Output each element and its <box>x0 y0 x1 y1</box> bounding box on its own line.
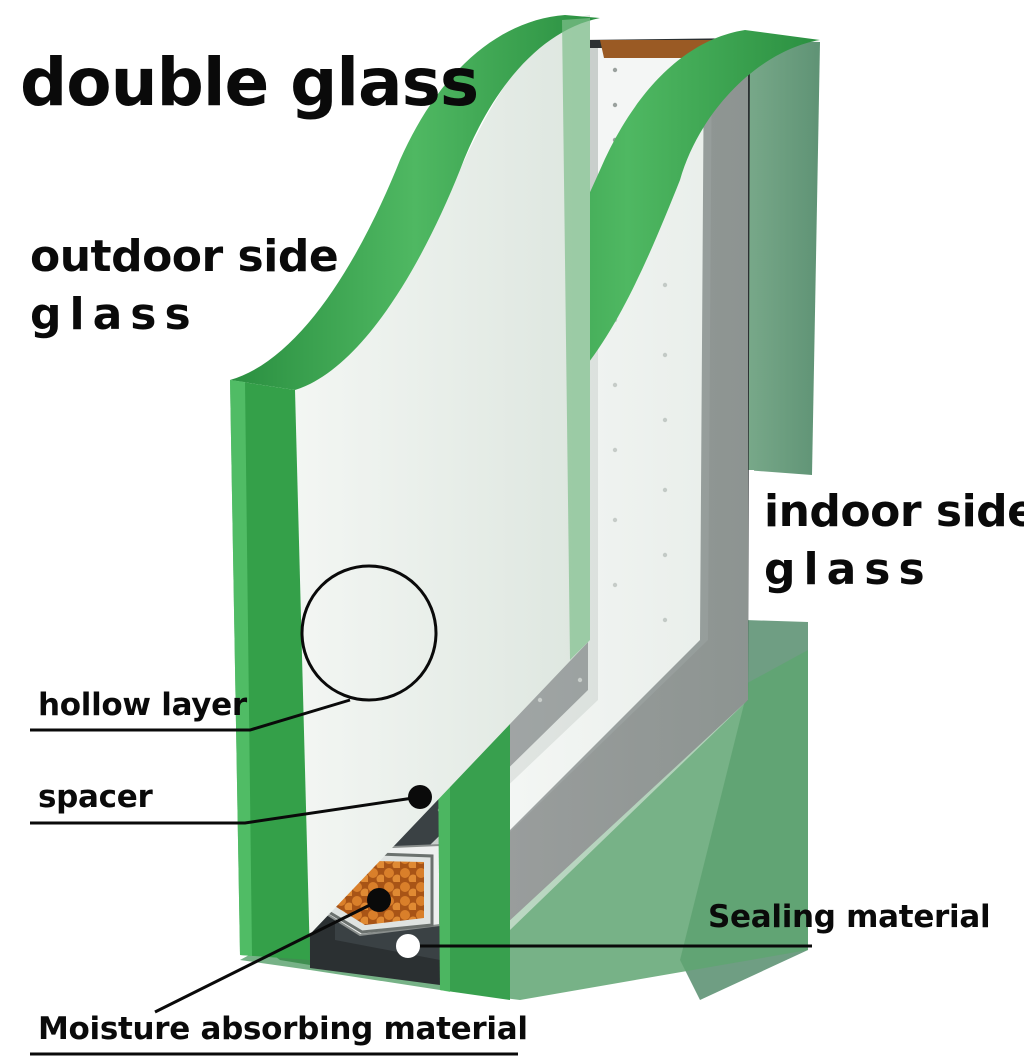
diagram-title: double glass <box>20 44 479 121</box>
moisture-dot <box>367 888 391 912</box>
spacer-label: spacer <box>38 779 153 815</box>
spacer-top-cap <box>600 40 712 58</box>
hollow-layer-label: hollow layer <box>38 687 247 723</box>
hollow-layer-circle <box>300 564 438 702</box>
indoor-label-line1: indoor side <box>764 486 1024 537</box>
sealing-material-label: Sealing material <box>708 899 991 935</box>
outdoor-label-line1: outdoor side <box>30 231 339 282</box>
spacer-dot <box>408 785 432 809</box>
outdoor-label-line2: glass <box>30 289 199 340</box>
spacer-leader <box>30 795 421 825</box>
hollow-layer-leader <box>30 698 351 732</box>
moisture-leader <box>154 898 381 1014</box>
callout-lines <box>30 698 812 1056</box>
indoor-label-line2: glass <box>764 544 933 595</box>
moisture-material-label: Moisture absorbing material <box>38 1011 528 1047</box>
sealing-dot <box>396 934 420 958</box>
